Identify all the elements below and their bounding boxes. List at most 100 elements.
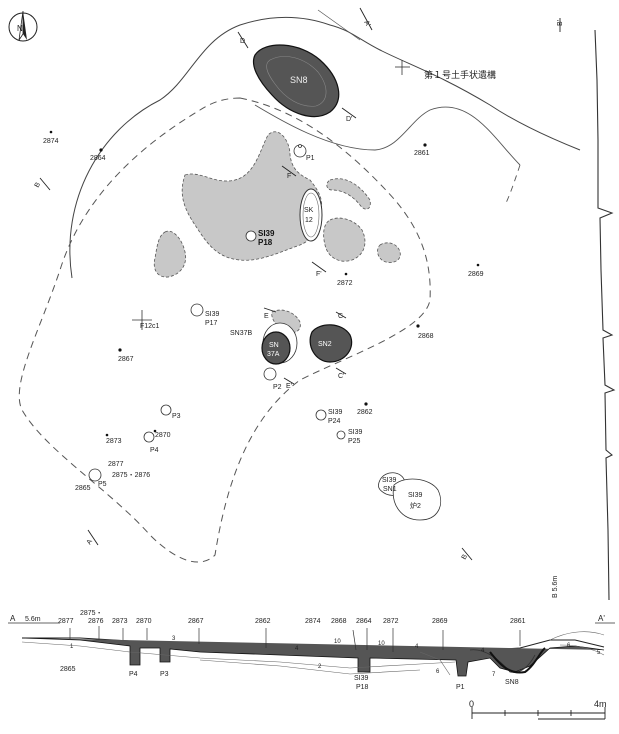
point-2870: 2870 <box>155 432 171 439</box>
section-a-end-label: A' <box>362 20 371 29</box>
layer-7: 7 <box>492 672 496 678</box>
p4-hole <box>143 431 155 443</box>
p5-label: P5 <box>98 481 107 488</box>
si39-p24-label-line1: SI39 <box>328 409 343 416</box>
clay-patch-small <box>377 242 401 263</box>
clay-patches <box>153 131 401 333</box>
si39-pit-outline <box>18 97 431 563</box>
si39-sn1-label-line2: SN1 <box>383 486 397 493</box>
section-markers <box>39 7 561 561</box>
section-c-prime-label: C' <box>338 373 344 380</box>
si39-p25-label-line1: SI39 <box>348 429 363 436</box>
clay-patch-right <box>323 217 366 262</box>
p3-hole <box>160 404 172 416</box>
scale-zero-label: 0 <box>469 699 474 709</box>
figure-title: 第１号土手状遺構 <box>424 69 496 81</box>
point-2874: 2874 <box>43 138 59 145</box>
clay-patch-main <box>181 131 323 261</box>
section-a-prime-label: A' <box>598 614 605 623</box>
p3-label: P3 <box>172 413 181 420</box>
mound-edge-line <box>317 9 361 41</box>
sn37a-burnt-feature <box>261 331 291 365</box>
grid-cross-icon-ne <box>395 60 410 75</box>
survey-points <box>49 130 480 437</box>
layer-6: 6 <box>436 669 440 675</box>
sec-label-2873: 2873 <box>112 618 128 625</box>
section-d-prime-label: D' <box>346 116 352 123</box>
sec-label-2875: 2875・ <box>80 610 103 617</box>
layer-10: 10 <box>334 639 341 645</box>
section-e-label: E <box>264 313 269 320</box>
p2-label: P2 <box>273 384 282 391</box>
si39-p17-label-line2: P17 <box>205 320 218 327</box>
p1-label: P1 <box>306 155 315 162</box>
a-section-drawing <box>8 622 615 677</box>
si39-p17-label-line1: SI39 <box>205 311 220 318</box>
sec-label-2868: 2868 <box>331 618 347 625</box>
section-a-label: A <box>10 614 16 623</box>
section-e-prime-label: E' <box>286 383 292 390</box>
sn37a-label-line2: 37A <box>267 351 280 358</box>
point-2865: 2865 <box>75 485 91 492</box>
point-2868: 2868 <box>418 333 434 340</box>
mound-boundary-line <box>69 16 581 279</box>
si39-p25-hole <box>336 430 346 440</box>
sn37b-label: SN37B <box>230 330 253 337</box>
b-section-profile <box>594 29 616 601</box>
point-2864: 2864 <box>90 155 106 162</box>
p5-hole <box>88 468 102 482</box>
post-holes <box>88 144 346 482</box>
si39-p24-label-line2: P24 <box>328 418 341 425</box>
sec-bottom-sn8: SN8 <box>505 679 519 686</box>
layer-4: 4 <box>295 646 299 652</box>
si39-p18-label-line2: P18 <box>258 238 273 247</box>
layer-6b: 6 <box>567 643 571 649</box>
sec-bottom-si39: SI39 <box>354 675 369 682</box>
clay-patch-arc <box>326 178 371 210</box>
point-2877: 2877 <box>108 461 124 468</box>
point-2862: 2862 <box>357 409 373 416</box>
section-c-label: C <box>338 313 343 320</box>
sec-bottom-p1: P1 <box>456 684 465 691</box>
sec-bottom-p18: P18 <box>356 684 369 691</box>
clay-patch-left <box>153 230 187 278</box>
section-f-label: F <box>287 173 291 180</box>
mound-inner-dashed <box>504 164 521 206</box>
section-tick-marks <box>69 626 521 652</box>
sk12-label-line1: SK <box>304 207 314 214</box>
si39-hearth-feature <box>392 478 442 521</box>
si39-p18-hole <box>245 230 257 242</box>
layer-1: 1 <box>70 644 74 650</box>
point-2861: 2861 <box>414 150 430 157</box>
grid-cross-icon <box>132 310 152 330</box>
section-a-start-label: A <box>86 538 95 546</box>
sn8-burnt-feature <box>252 44 340 118</box>
sec-label-2877: 2877 <box>58 618 74 625</box>
layer-numbers: 1 2 3 4 4 4 5 6 6 7 10 10 <box>70 636 601 678</box>
sn2-burnt-feature <box>309 324 353 363</box>
sec-label-2870: 2870 <box>136 618 152 625</box>
section-b-end-label: B' <box>557 20 564 26</box>
si39-sn1-label-line1: SI39 <box>382 477 397 484</box>
sn37a-label-line1: SN <box>269 342 279 349</box>
sec-label-2869: 2869 <box>432 618 448 625</box>
sn2-label: SN2 <box>318 341 332 348</box>
sec-label-2876: 2876 <box>88 618 104 625</box>
layer-5: 5 <box>597 650 601 656</box>
si39-hearth-label-line2: 炉2 <box>410 501 421 510</box>
b-elevation-label: B 5.6m <box>552 576 559 598</box>
sk12-label-line2: 12 <box>305 217 313 224</box>
north-arrow-icon <box>8 10 38 42</box>
section-b-start-label: B <box>34 181 43 189</box>
si39-p24-hole <box>315 409 327 421</box>
point-2869: 2869 <box>468 271 484 278</box>
layer-2: 2 <box>318 664 322 670</box>
sec-bottom-p3: P3 <box>160 671 169 678</box>
section-f-prime-label: F' <box>316 271 322 278</box>
si39-hearth-label-line1: SI39 <box>408 492 423 499</box>
point-2875-2876: 2875・2876 <box>112 472 150 479</box>
p2-hole <box>263 367 277 381</box>
sn8-label: SN8 <box>290 75 308 85</box>
